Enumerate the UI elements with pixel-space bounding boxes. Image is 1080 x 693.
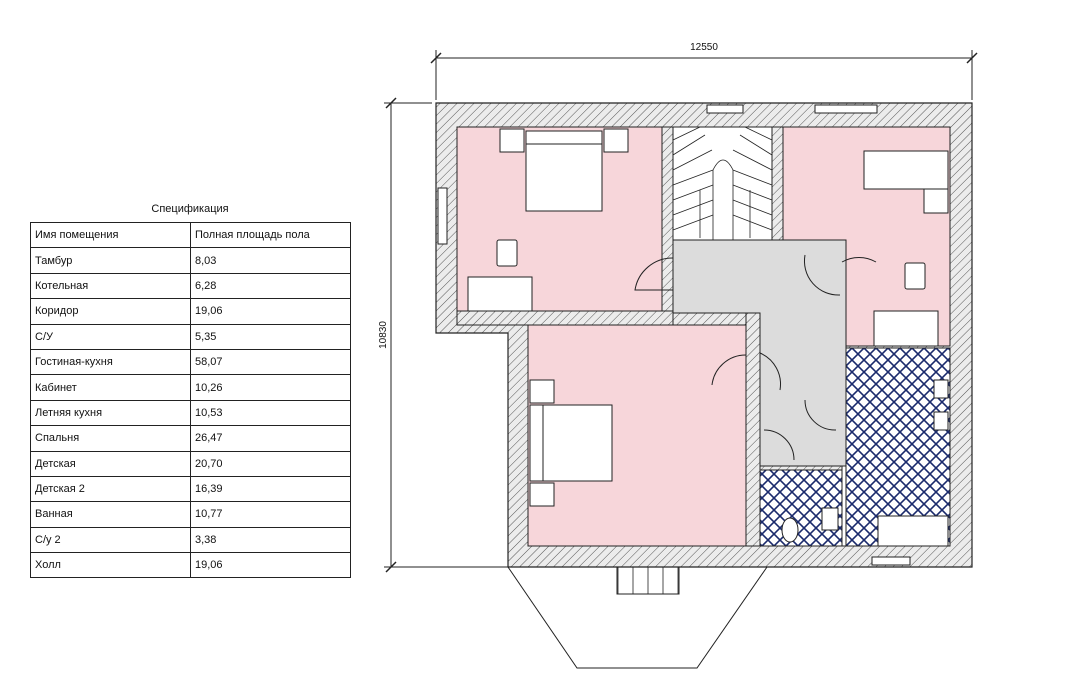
dimension-height-label: 10830: [378, 321, 389, 349]
spec-header-area: Полная площадь пола: [190, 221, 351, 249]
spec-table: Имя помещения Полная площадь пола Тамбур…: [30, 221, 351, 579]
spec-table-body: Имя помещения Полная площадь пола Тамбур…: [30, 221, 351, 579]
windows: [437, 104, 911, 566]
furniture: [467, 128, 949, 547]
spec-room-name: Холл: [30, 552, 191, 579]
spec-room-area: 19,06: [190, 552, 351, 579]
spec-header-row: Имя помещения Полная площадь пола: [30, 221, 351, 249]
spec-room-name: Тамбур: [30, 247, 191, 274]
spec-title: Спецификация: [151, 203, 229, 215]
spec-room-name: Детская: [30, 450, 191, 477]
wall-interior-5: [841, 465, 847, 547]
spec-room-area: 58,07: [190, 348, 351, 376]
spec-room-area: 19,06: [190, 298, 351, 325]
spec-room-area: 5,35: [190, 323, 351, 350]
spec-room-area: 20,70: [190, 450, 351, 477]
spec-room-area: 16,39: [190, 475, 351, 503]
wall-interior-2: [771, 126, 784, 241]
spec-room-name: Коридор: [30, 298, 191, 325]
entrance-door-leaves: [617, 567, 679, 594]
wall-interior-3: [456, 310, 674, 326]
spec-header-name: Имя помещения: [30, 221, 191, 249]
spec-room-name: Гостиная-кухня: [30, 348, 191, 376]
staircase: [672, 126, 773, 241]
doors: [634, 254, 877, 461]
room-bathroom: [845, 347, 951, 547]
spec-room-name: Спальня: [30, 425, 191, 452]
spec-room-name: С/у 2: [30, 526, 191, 554]
dimension-width-label: 12550: [690, 42, 718, 53]
wall-interior-1: [661, 126, 674, 314]
spec-room-area: 10,53: [190, 399, 351, 427]
dimension-height: 10830: [378, 97, 520, 573]
stair-steps: [672, 126, 773, 240]
dimension-width: 12550: [430, 42, 978, 100]
spec-room-area: 10,26: [190, 374, 351, 401]
wall-interior-4: [745, 312, 761, 547]
